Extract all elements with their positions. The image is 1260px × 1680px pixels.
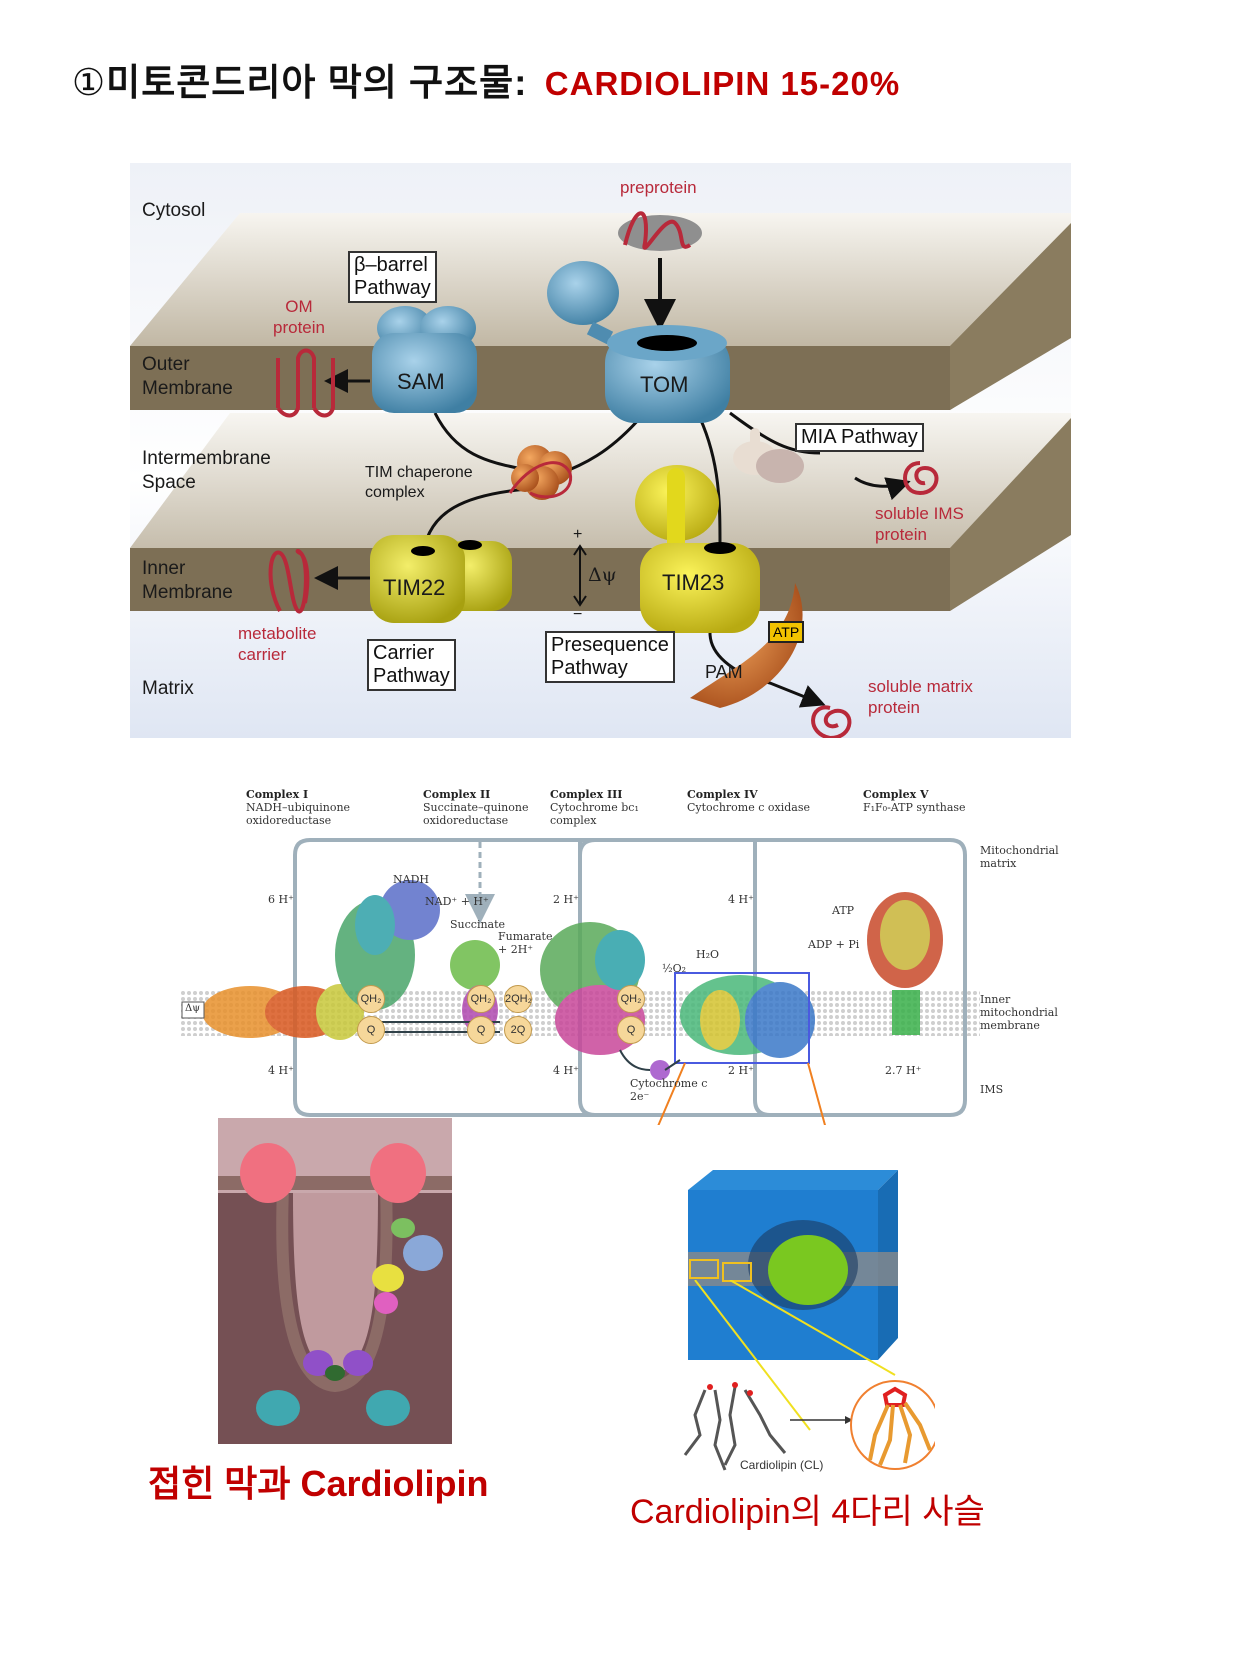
protons-c1-bottom: 4 H⁺ xyxy=(268,1064,294,1077)
region-cytosol: Cytosol xyxy=(142,200,206,221)
cardiolipin-molecule xyxy=(683,1380,935,1471)
delta-psi-label: Δψ xyxy=(588,564,617,586)
simulation-graphic xyxy=(688,1170,898,1360)
protons-c3-top: 2 H⁺ xyxy=(553,893,579,906)
protons-c4-bottom: 2 H⁺ xyxy=(728,1064,754,1077)
quinone-qh2-3: QH₂ xyxy=(617,985,645,1013)
title-korean: 미토콘드리아 막의 구조물: xyxy=(106,62,528,103)
fumarate-label: Fumarate+ 2H⁺ xyxy=(498,930,553,956)
minus-sign: − xyxy=(573,606,583,623)
atp-label: ATP xyxy=(832,904,855,917)
protons-c1-top: 6 H⁺ xyxy=(268,893,294,906)
caption-cardiolipin-chains: Cardiolipin의 4다리 사슬 xyxy=(630,1493,985,1531)
title-highlight: CARDIOLIPIN 15-20% xyxy=(544,65,901,102)
md-simulation-box xyxy=(688,1170,898,1360)
cardiolipin-callout-lines xyxy=(694,1280,896,1431)
quinone-2q: 2Q xyxy=(504,1016,532,1044)
sam-label: SAM xyxy=(397,369,445,394)
nad-label: NAD⁺ + H⁺ xyxy=(425,895,489,908)
protons-c4-top: 4 H⁺ xyxy=(728,893,754,906)
circled-number: ① xyxy=(72,61,107,104)
pam-label: PAM xyxy=(705,662,743,682)
preprotein-label: preprotein xyxy=(620,178,697,197)
tom-label: TOM xyxy=(640,372,689,397)
quinone-q-1: Q xyxy=(357,1016,385,1044)
caption-folded-membrane: 접힌 막과 Cardiolipin xyxy=(148,1463,489,1504)
quinone-qh2-1: QH₂ xyxy=(357,985,385,1013)
adp-label: ADP + Pi xyxy=(808,938,860,951)
h2o-label: H₂O xyxy=(696,948,720,961)
protons-c5-bottom: 2.7 H⁺ xyxy=(885,1064,922,1077)
quinone-2qh2: 2QH₂ xyxy=(504,985,532,1013)
cardiolipin-cl-label: Cardiolipin (CL) xyxy=(740,1458,824,1472)
quinone-q-2: Q xyxy=(467,1016,495,1044)
ims-side-label: IMS xyxy=(980,1083,1004,1096)
plus-sign: + xyxy=(573,526,583,543)
succinate-label: Succinate xyxy=(450,918,506,931)
tim23-label: TIM23 xyxy=(662,570,725,595)
mia-pathway-box: MIA Pathway xyxy=(795,423,924,452)
folded-membrane-illustration xyxy=(218,1118,452,1444)
nadh-label: NADH xyxy=(393,873,429,886)
delta-psi-small: Δψ xyxy=(185,1003,201,1014)
page-title: ①미토콘드리아 막의 구조물: CARDIOLIPIN 15-20% xyxy=(72,52,900,106)
protons-c3-bottom: 4 H⁺ xyxy=(553,1064,579,1077)
half-o2-label: ½O₂ xyxy=(662,962,687,975)
quinone-qh2-2: QH₂ xyxy=(467,985,495,1013)
quinone-q-3: Q xyxy=(617,1016,645,1044)
atp-badge: ATP xyxy=(768,621,805,643)
etc-graphic xyxy=(180,838,980,1125)
import-diagram-graphic xyxy=(130,163,1071,738)
region-matrix: Matrix xyxy=(142,678,194,699)
tim22-label: TIM22 xyxy=(383,575,446,600)
folded-membrane-graphic xyxy=(218,1118,452,1426)
